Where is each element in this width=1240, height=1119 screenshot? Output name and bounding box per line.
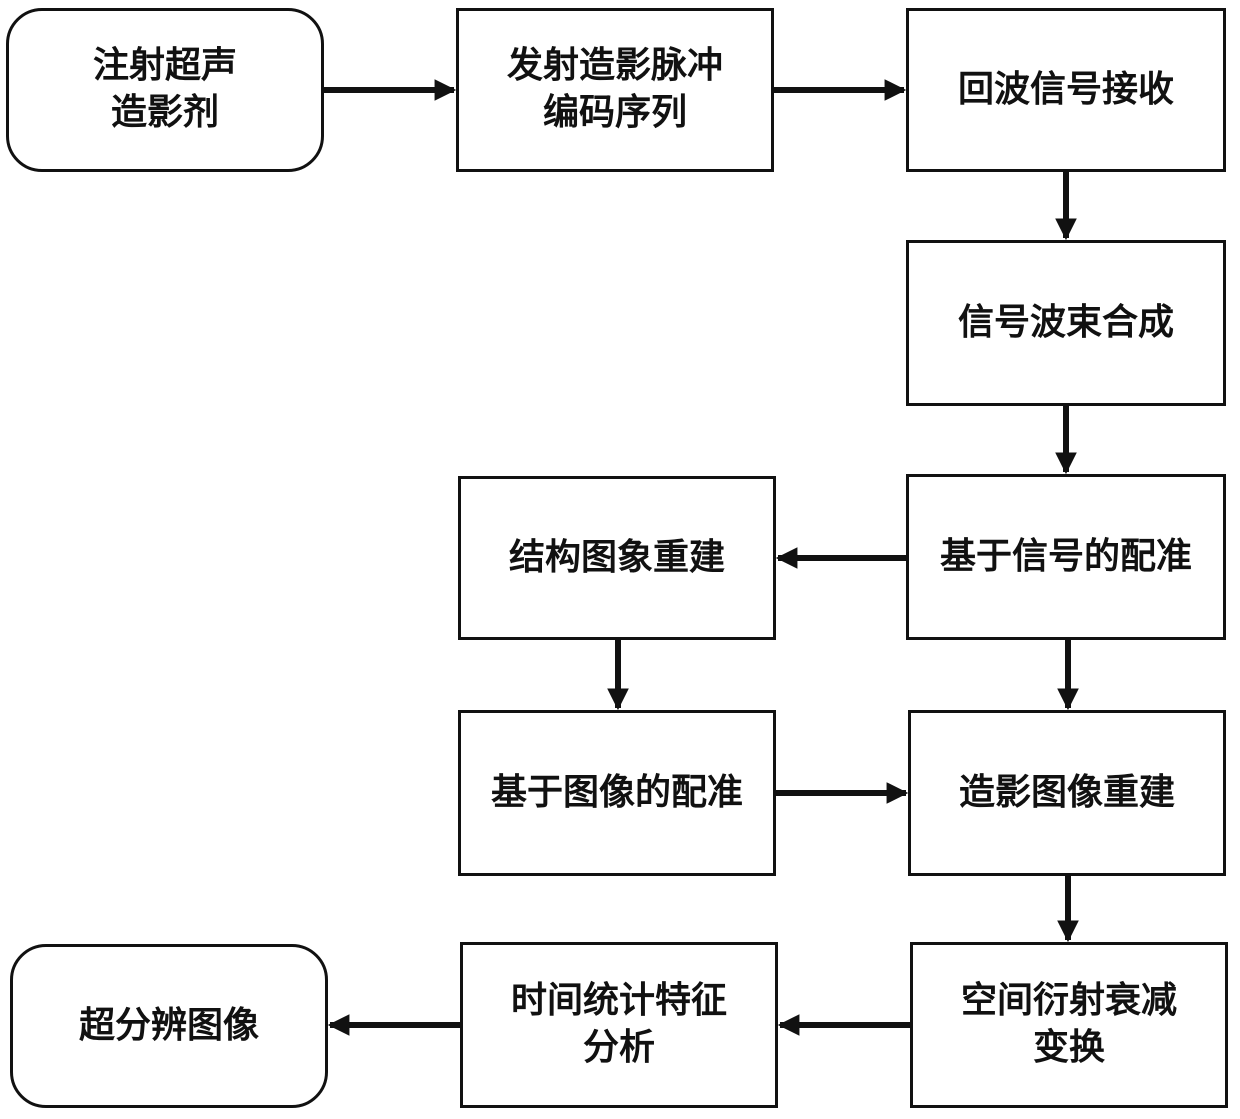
flowchart-canvas: 注射超声 造影剂 发射造影脉冲 编码序列 回波信号接收 信号波束合成 基于信号的…	[0, 0, 1240, 1119]
connector-layer	[0, 0, 1240, 1119]
